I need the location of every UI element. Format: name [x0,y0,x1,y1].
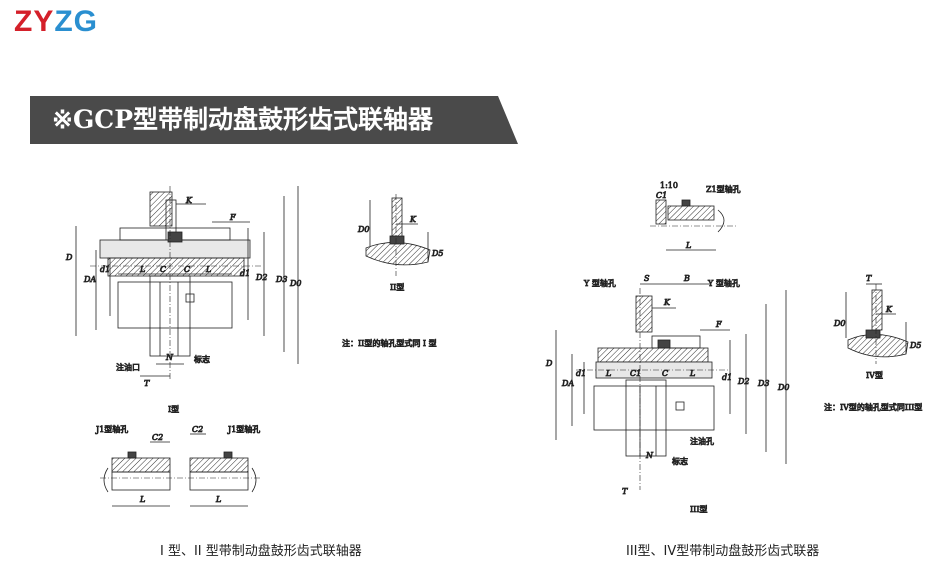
label-y-hole-right: Y 型轴孔 [707,278,740,288]
type3-coupling-drawing [555,283,787,490]
label-f-3: F [715,320,722,329]
label-f-1: F [229,213,236,222]
label-d3-1: D3 [275,275,288,284]
label-l-j1a: L [139,495,145,504]
label-z1-hole: Z1型轴孔 [706,184,741,194]
label-d1-right: d1 [240,269,250,278]
label-c1-3: C1 [630,369,641,378]
label-d-1: D [65,253,73,262]
label-c2-a: C2 [152,433,163,442]
label-d0-4: D0 [833,319,846,328]
label-k-2: K [409,215,417,224]
label-d1-3l: d1 [576,369,586,378]
label-ratio: 1:10 [660,181,678,190]
label-d0-3: D0 [777,383,790,392]
label-y-hole-left: Y 型轴孔 [583,278,616,288]
label-c2-b: C2 [192,425,203,434]
label-da-3: DA [561,379,574,388]
label-l-3b: L [689,369,695,378]
label-mark-1: 标志 [194,354,210,364]
label-k-1: K [185,196,193,205]
title-banner: ※GCP型带制动盘鼓形齿式联轴器 [30,96,518,144]
note-type2: 注：II型的轴孔型式同 I 型 [342,338,437,348]
note-type4: 注：IV型的轴孔型式同III型 [824,402,922,412]
label-c-3: C [662,369,668,378]
label-d2-1: D2 [255,273,268,282]
caption-right: III型、IV型带制动盘鼓形齿式联器 [626,544,820,559]
label-type2: II型 [390,283,404,292]
label-d1-left: d1 [100,265,110,274]
label-type3: III型 [690,505,707,514]
label-mark-3: 标志 [672,456,688,466]
page-title: ※GCP型带制动盘鼓形齿式联轴器 [52,105,433,134]
label-l-j1b: L [215,495,221,504]
label-s: S [644,274,650,283]
label-l-z1: L [685,241,691,250]
label-d-3: D [545,359,553,368]
label-type4: IV型 [866,371,883,380]
type2-detail-drawing [365,194,431,276]
label-d5-4: D5 [909,341,922,350]
label-d0-2: D0 [357,225,370,234]
label-oil-port: 注油口 [116,362,140,372]
label-d5-2: D5 [431,249,444,258]
type1-coupling-drawing [75,186,299,380]
label-d0-1: D0 [289,279,302,288]
label-t-1: T [144,379,150,388]
label-c-1b: C [184,265,190,274]
label-j1-right: J1型轴孔 [227,424,260,434]
label-n-1: N [165,353,174,362]
j1-shaft-detail [100,433,262,507]
label-l-3a: L [605,369,611,378]
label-b: B [683,274,690,283]
label-l-1a: L [139,265,145,274]
label-type1: I型 [168,405,179,414]
label-j1-left: J1型轴孔 [95,424,128,434]
label-c-1a: C [160,265,166,274]
caption-left: I 型、II 型带制动盘鼓形齿式联轴器 [160,544,362,559]
label-d2-3: D2 [737,377,750,386]
label-l-1b: L [205,265,211,274]
logo-text-red: ZY [14,5,55,38]
type4-detail-drawing [845,283,909,364]
label-k-4: K [885,305,893,314]
label-c1-z1: C1 [656,191,667,200]
label-n-3: N [645,451,654,460]
logo-text-blue: ZG [54,5,99,38]
label-oil-hole: 注油孔 [690,436,714,446]
banner-shape [30,96,518,144]
z1-shaft-detail [650,199,736,251]
label-d3-3: D3 [757,379,770,388]
label-d1-3r: d1 [722,373,732,382]
label-t-4: T [866,274,872,283]
label-k-3: K [663,298,671,307]
label-t-3: T [622,487,628,496]
label-da-1: DA [83,275,96,284]
